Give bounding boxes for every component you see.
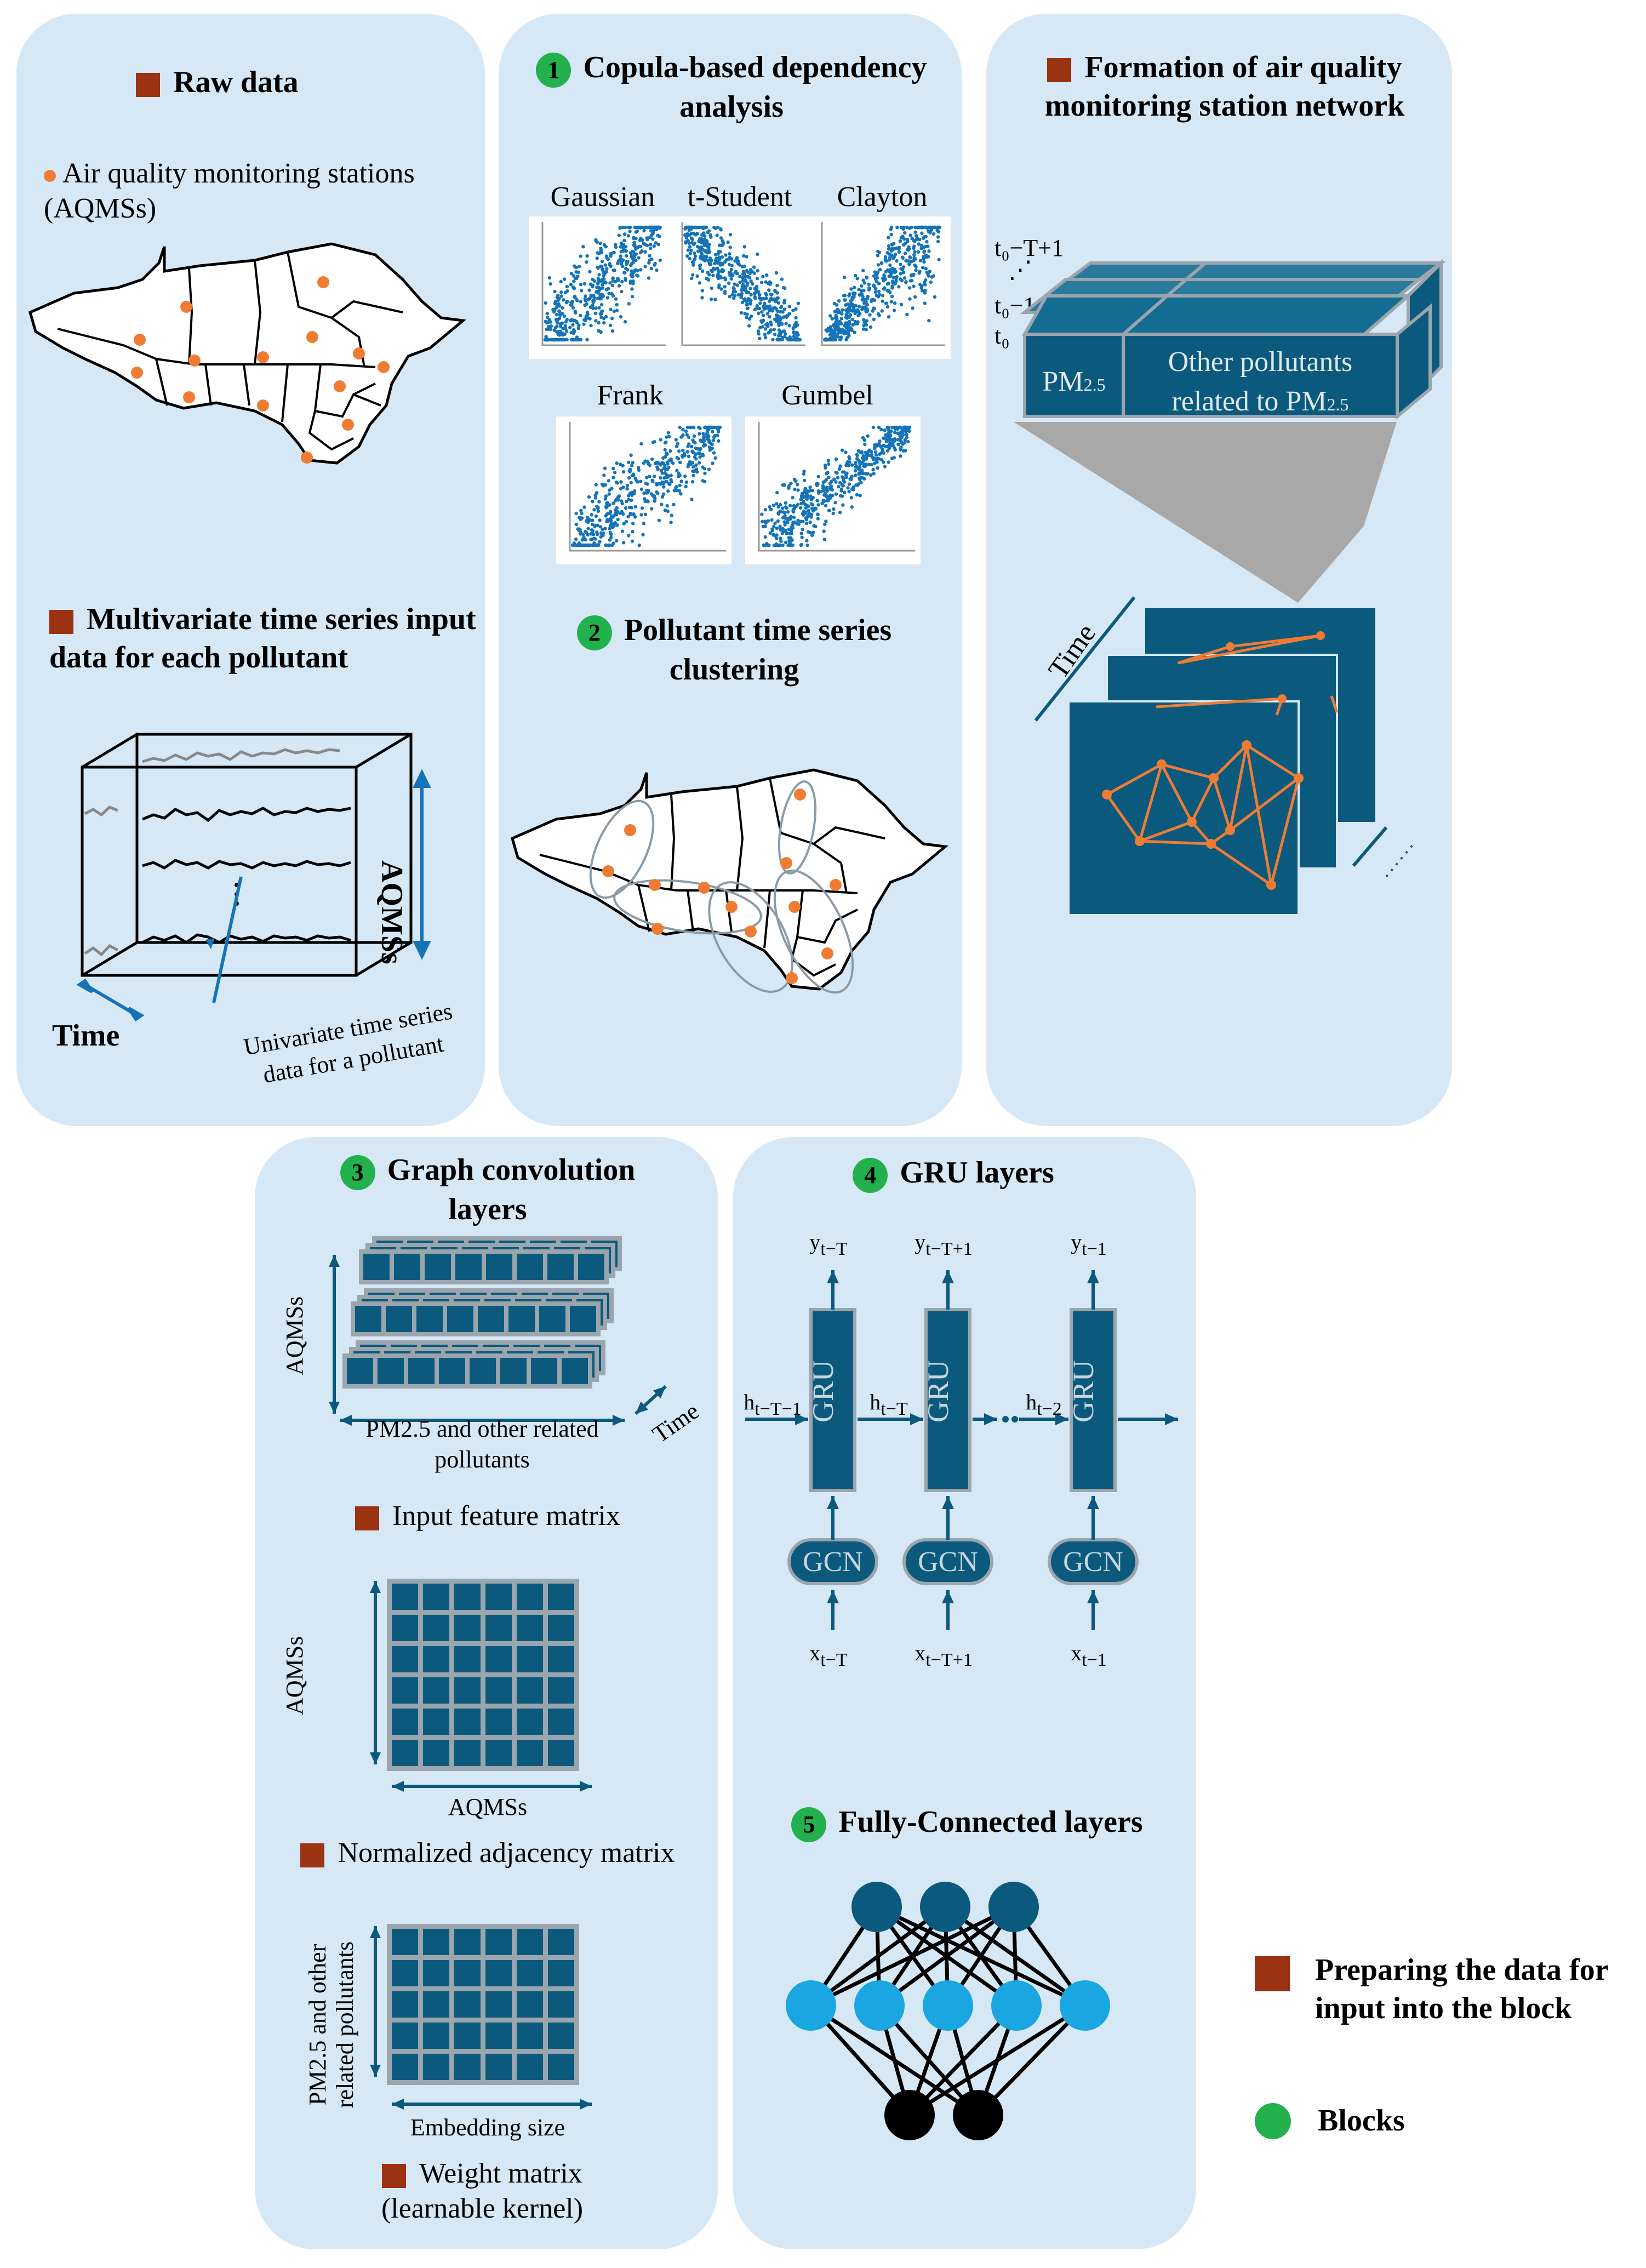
block-number-5: 5 — [791, 1807, 827, 1843]
legend-circle-icon — [1255, 2103, 1291, 2139]
block-number-1: 1 — [536, 53, 571, 88]
input-feature-tensor — [329, 1236, 667, 1426]
svg-text:yt−1: yt−1 — [1071, 1230, 1107, 1259]
mts-title: Multivariate time series input data for … — [49, 602, 476, 675]
svg-text:ht−2: ht−2 — [1026, 1390, 1062, 1419]
prep-square-icon — [1047, 58, 1072, 83]
raw-data-title: Raw data — [136, 63, 465, 101]
output-node — [988, 1882, 1039, 1932]
svg-text:ht−T: ht−T — [870, 1390, 908, 1419]
output-node — [851, 1882, 902, 1932]
aqmss-axis-label: AQMSs — [375, 860, 409, 964]
hidden-node — [923, 1980, 973, 2031]
adj-x-label: AQMSs — [448, 1793, 528, 1820]
scatter-frank — [556, 416, 731, 564]
legend-circle-label: Blocks — [1318, 2104, 1405, 2138]
time-label-first: t₀−T+1 — [995, 235, 1064, 261]
copula-label-clayton: Clayton — [837, 181, 928, 213]
time-axis-label: Time — [52, 1019, 120, 1053]
feature-x-label: PM2.5 and other related pollutants — [365, 1415, 599, 1473]
feature-y-label: AQMSs — [281, 1296, 308, 1375]
fully-connected-net — [786, 1882, 1110, 2140]
scatter-clayton — [808, 216, 951, 359]
copula-label-gaussian: Gaussian — [550, 181, 655, 213]
mts-box — [76, 733, 431, 1022]
time-label-ellipsis: ⋰ — [1008, 256, 1032, 283]
legend-square-label: Preparing the data for input into the bl… — [1315, 1953, 1608, 2025]
copula-panel — [499, 14, 962, 1126]
legend-square-icon — [1255, 1956, 1290, 1991]
prep-square-icon — [355, 1506, 380, 1531]
copula-label-t-student: t-Student — [687, 181, 792, 213]
stations-legend: Air quality monitoring stations (AQMSs) — [44, 158, 415, 224]
hidden-node — [991, 1980, 1042, 2031]
tensor-cube — [1014, 259, 1446, 603]
adj-caption: Normalized adjacency matrix — [263, 1836, 712, 1871]
prep-square-icon — [300, 1843, 325, 1868]
prep-square-icon — [136, 73, 160, 98]
svg-text:yt−T: yt−T — [809, 1230, 848, 1259]
prep-square-icon — [49, 610, 73, 635]
adjacency-matrix — [370, 1579, 592, 1792]
tehran-map-raw — [28, 242, 467, 465]
svg-text:GRU: GRU — [1067, 1360, 1100, 1423]
scatter-gumbel — [745, 416, 921, 564]
copula-label-gumbel: Gumbel — [781, 380, 873, 411]
input-node — [953, 2090, 1003, 2140]
hidden-node — [1060, 1980, 1110, 2031]
copula-label-frank: Frank — [597, 380, 664, 411]
feature-caption: Input feature matrix — [296, 1499, 679, 1534]
prep-square-icon — [382, 2164, 407, 2189]
gru-chain: GRU GCN yt−T xt−T GRU GCN yt−T+1 xt−T+1 GRU GCN yt… — [744, 1230, 1178, 1670]
block-number-4: 4 — [853, 1158, 888, 1193]
hidden-node — [854, 1980, 905, 2031]
scatter-gaussian — [529, 216, 671, 359]
svg-text:GCN: GCN — [918, 1546, 978, 1578]
block-number-3: 3 — [340, 1155, 375, 1191]
tehran-map-clustered — [510, 768, 949, 994]
adj-y-label: AQMSs — [281, 1636, 308, 1715]
block-number-2: 2 — [576, 615, 612, 651]
weight-y-label: PM2.5 and other related pollutants — [304, 1941, 358, 2109]
weight-matrix — [370, 1924, 592, 2110]
svg-text:GCN: GCN — [1063, 1546, 1123, 1578]
network-panel — [986, 14, 1452, 1126]
svg-text:GRU: GRU — [922, 1360, 955, 1423]
pm25-box-label: PM2.5 — [1042, 366, 1106, 397]
graph-snapshots — [1034, 596, 1415, 916]
svg-text:ht−T−1: ht−T−1 — [744, 1390, 802, 1419]
svg-text:yt−T+1: yt−T+1 — [915, 1230, 973, 1259]
network-title: Formation of air quality monitoring stat… — [1044, 50, 1405, 123]
svg-text:xt−T+1: xt−T+1 — [915, 1641, 973, 1670]
svg-text:xt−T: xt−T — [809, 1641, 848, 1670]
scatter-t-student — [668, 216, 811, 359]
hidden-node — [786, 1980, 836, 2031]
raw-data-panel — [16, 14, 485, 1126]
svg-text:GRU: GRU — [807, 1360, 839, 1423]
output-node — [920, 1882, 970, 1932]
weight-caption: Weight matrix (learnable kernel) — [381, 2158, 584, 2224]
weight-x-label: Embedding size — [410, 2114, 565, 2141]
time-label-now: t₀ — [995, 322, 1010, 349]
svg-text:GCN: GCN — [803, 1546, 863, 1578]
input-node — [884, 2090, 935, 2140]
time-label-prev: t₀−1 — [995, 292, 1036, 319]
station-dot-icon — [44, 170, 56, 182]
svg-text:xt−1: xt−1 — [1071, 1641, 1107, 1670]
